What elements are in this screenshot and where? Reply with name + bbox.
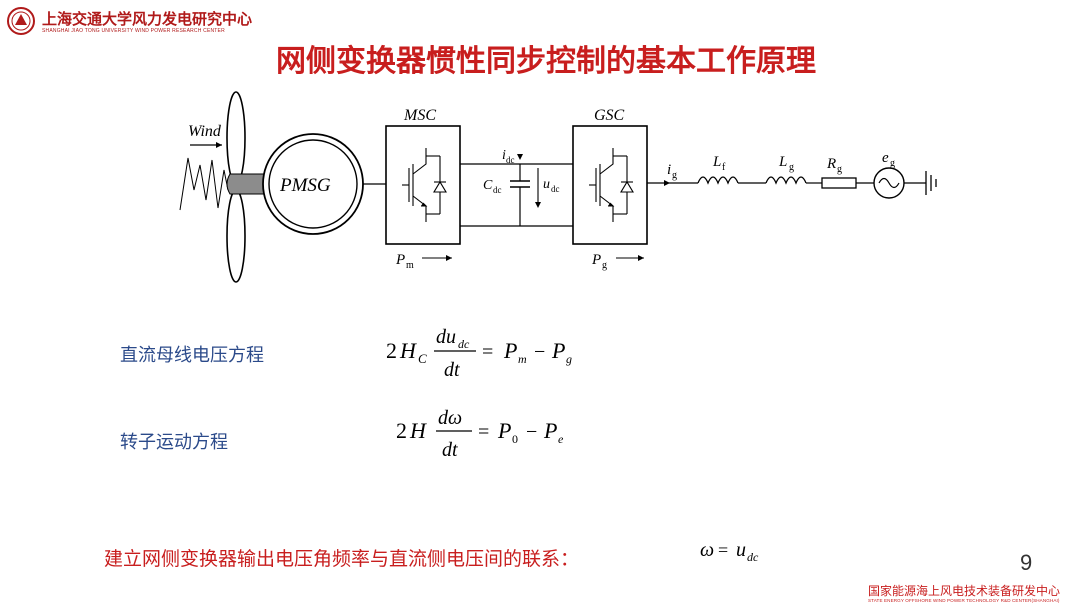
rotor-equation-label: 转子运动方程 bbox=[120, 432, 228, 453]
svg-text:g: g bbox=[566, 352, 572, 366]
msc-box bbox=[385, 125, 461, 245]
dc-bus-equation-label: 直流母线电压方程 bbox=[120, 345, 264, 366]
ig-label: i bbox=[667, 162, 671, 178]
page-title: 网侧变换器惯性同步控制的基本工作原理 bbox=[276, 44, 816, 79]
lf-sub: f bbox=[722, 162, 726, 173]
rg-sub: g bbox=[837, 164, 842, 175]
gsc-box bbox=[572, 125, 648, 245]
svg-text:P: P bbox=[551, 338, 565, 363]
udc-label: u bbox=[543, 177, 550, 192]
msc-label: MSC bbox=[403, 107, 436, 124]
rotor-motion-equation: 2 H dω dt = P 0 − P e bbox=[396, 407, 564, 461]
lf-inductor bbox=[697, 176, 739, 185]
svg-text:C: C bbox=[418, 351, 427, 366]
gsc-igbt-icon bbox=[589, 148, 634, 222]
svg-text:0: 0 bbox=[512, 432, 518, 446]
pm-label: P bbox=[395, 252, 405, 268]
svg-text:ω: ω bbox=[700, 539, 714, 561]
svg-text:dt: dt bbox=[444, 359, 460, 381]
cdc-sub: dc bbox=[493, 185, 502, 195]
svg-text:−: − bbox=[534, 341, 545, 363]
wind-turbine-circuit-diagram: Wind PMSG MSC P m i dc C dc bbox=[179, 91, 937, 283]
pmsg-label: PMSG bbox=[279, 175, 331, 196]
msc-igbt-icon bbox=[402, 148, 447, 222]
omega-udc-relation: ω = u dc bbox=[700, 539, 759, 564]
wind-label: Wind bbox=[188, 123, 222, 140]
blade-top bbox=[226, 91, 246, 185]
footer-center-name-en: STATE ENERGY OFFSHORE WIND POWER TECHNOL… bbox=[868, 598, 1060, 603]
svg-text:=: = bbox=[482, 341, 493, 363]
svg-text:=: = bbox=[718, 540, 728, 560]
lg-sub: g bbox=[789, 162, 794, 173]
dc-bus-equation: 2 H C du dc dt = P m − P g bbox=[386, 326, 572, 381]
svg-text:H: H bbox=[399, 338, 417, 363]
svg-text:P: P bbox=[543, 418, 557, 443]
svg-text:dt: dt bbox=[442, 439, 458, 461]
pm-sub: m bbox=[406, 260, 414, 271]
pg-label: P bbox=[591, 252, 601, 268]
page-number: 9 bbox=[1020, 550, 1033, 575]
logo-text: 上海交通大学风力发电研究中心 bbox=[42, 10, 253, 28]
lg-inductor bbox=[765, 176, 807, 185]
lg-label: L bbox=[778, 154, 787, 170]
university-logo: 上海交通大学风力发电研究中心 SHANGHAI JIAO TONG UNIVER… bbox=[6, 4, 252, 38]
idc-sub: dc bbox=[506, 155, 515, 165]
udc-sub: dc bbox=[551, 184, 560, 194]
svg-text:dc: dc bbox=[747, 550, 759, 564]
blade-bottom bbox=[226, 189, 246, 283]
svg-text:m: m bbox=[518, 352, 527, 366]
ig-sub: g bbox=[672, 170, 677, 181]
bottom-statement: 建立网侧变换器输出电压角频率与直流侧电压间的联系： bbox=[104, 548, 580, 570]
svg-text:2: 2 bbox=[396, 418, 407, 443]
rg-label: R bbox=[826, 156, 836, 172]
eg-sub: g bbox=[890, 158, 895, 169]
ground-icon bbox=[925, 171, 937, 195]
gsc-label: GSC bbox=[594, 107, 625, 124]
seal-icon bbox=[7, 7, 35, 35]
footer-center-name: 国家能源海上风电技术装备研发中心 bbox=[868, 584, 1061, 598]
svg-text:=: = bbox=[478, 421, 489, 443]
eg-label: e bbox=[882, 150, 889, 166]
svg-text:dc: dc bbox=[458, 337, 470, 351]
svg-text:2: 2 bbox=[386, 338, 397, 363]
idc-label: i bbox=[502, 148, 506, 163]
svg-text:P: P bbox=[503, 338, 517, 363]
svg-text:P: P bbox=[497, 418, 511, 443]
logo-subtext: SHANGHAI JIAO TONG UNIVERSITY WIND POWER… bbox=[42, 28, 225, 34]
pg-sub: g bbox=[602, 260, 607, 271]
svg-text:u: u bbox=[736, 539, 746, 561]
cdc-label: C bbox=[483, 178, 493, 193]
lf-label: L bbox=[712, 154, 721, 170]
svg-text:du: du bbox=[436, 326, 456, 348]
rg-resistor bbox=[821, 177, 857, 189]
svg-text:−: − bbox=[526, 421, 537, 443]
svg-text:dω: dω bbox=[438, 407, 462, 429]
svg-text:e: e bbox=[558, 432, 564, 446]
svg-text:H: H bbox=[409, 418, 427, 443]
